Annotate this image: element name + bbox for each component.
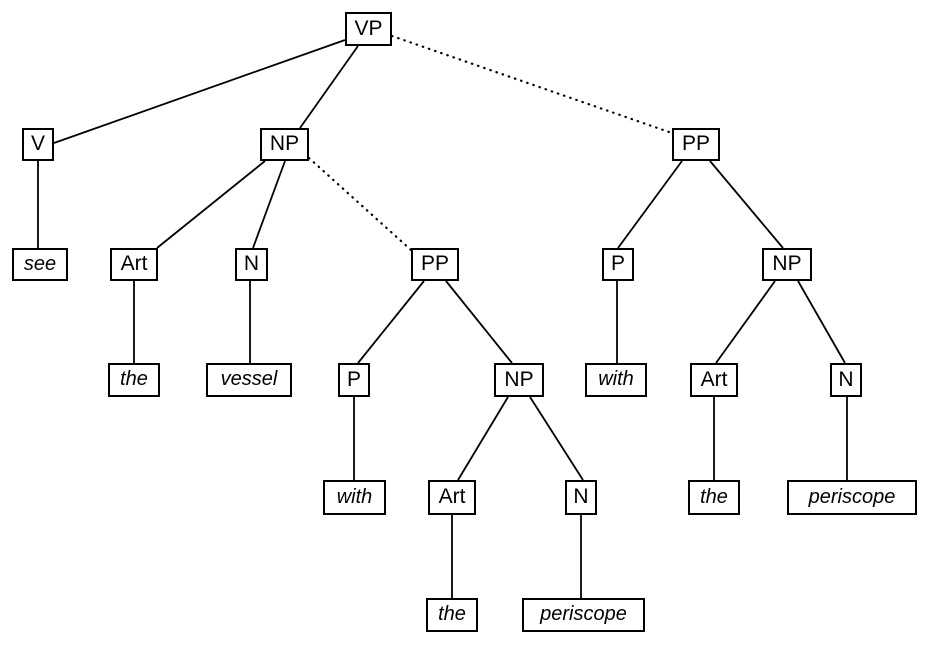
tree-edge-NP1-to-PP_mid	[307, 156, 413, 252]
tree-edge-NP1-to-Art1	[156, 160, 266, 249]
tree-edge-NP_right-to-N_r	[797, 280, 846, 364]
phrase-node-art_r: Art	[690, 363, 738, 397]
terminal-node-vessel: vessel	[206, 363, 292, 397]
terminal-node-the_r: the	[688, 480, 740, 515]
phrase-node-v: V	[22, 128, 54, 161]
node-label: VP	[354, 16, 383, 40]
node-label: PP	[681, 132, 710, 155]
terminal-node-with_r: with	[585, 363, 647, 397]
node-label: N	[243, 252, 260, 275]
phrase-node-vp: VP	[345, 12, 392, 46]
node-label: Art	[120, 252, 148, 275]
node-label: NP	[772, 252, 802, 275]
terminal-node-perisc_r: periscope	[787, 480, 917, 515]
node-label: N	[573, 485, 589, 508]
terminal-node-the1: the	[108, 363, 160, 397]
node-label: NP	[269, 132, 300, 155]
phrase-node-p_right: P	[602, 248, 634, 281]
node-label: with	[598, 368, 634, 390]
phrase-node-art_m: Art	[428, 480, 476, 515]
node-label: Art	[438, 485, 466, 508]
tree-edge-NP_mid-to-N_m	[529, 396, 584, 481]
node-label: see	[23, 252, 57, 275]
tree-edge-NP_mid-to-Art_m	[457, 396, 509, 481]
node-label: PP	[420, 252, 449, 275]
phrase-node-np_mid: NP	[494, 363, 544, 397]
node-label: periscope	[808, 485, 896, 508]
node-label: periscope	[540, 603, 627, 625]
tree-edge-PP_right-to-NP_right	[709, 160, 784, 249]
tree-edge-PP_mid-to-P_mid	[357, 280, 425, 364]
node-label: P	[346, 367, 361, 391]
tree-edge-NP1-to-N1	[252, 160, 286, 249]
tree-edge-PP_right-to-P_right	[617, 160, 683, 249]
terminal-node-perisc_m: periscope	[522, 598, 645, 632]
terminal-node-the_m: the	[426, 598, 478, 632]
terminal-node-with_m: with	[323, 480, 386, 515]
node-label: Art	[700, 367, 728, 391]
phrase-node-n_r: N	[830, 363, 862, 397]
node-label: vessel	[220, 368, 278, 390]
phrase-node-np1: NP	[260, 128, 309, 161]
node-label: the	[700, 485, 728, 508]
node-label: N	[838, 367, 854, 391]
phrase-node-art1: Art	[110, 248, 158, 281]
node-label: the	[438, 603, 466, 625]
node-label: P	[610, 252, 625, 275]
phrase-node-n_m: N	[565, 480, 597, 515]
phrase-node-p_mid: P	[338, 363, 370, 397]
phrase-node-np_right: NP	[762, 248, 812, 281]
tree-edge-VP-to-V	[53, 39, 346, 144]
tree-edge-VP-to-PP_right	[390, 34, 674, 135]
node-label: with	[336, 485, 373, 508]
node-label: V	[30, 132, 45, 155]
node-label: NP	[504, 367, 534, 391]
node-label: the	[120, 368, 148, 390]
phrase-node-pp_mid: PP	[411, 248, 459, 281]
phrase-node-pp_right: PP	[672, 128, 720, 161]
tree-edge-VP-to-NP1	[299, 45, 359, 129]
tree-edge-PP_mid-to-NP_mid	[445, 280, 513, 364]
terminal-node-see: see	[12, 248, 68, 281]
tree-edge-NP_right-to-Art_r	[715, 280, 776, 364]
phrase-node-n1: N	[235, 248, 268, 281]
